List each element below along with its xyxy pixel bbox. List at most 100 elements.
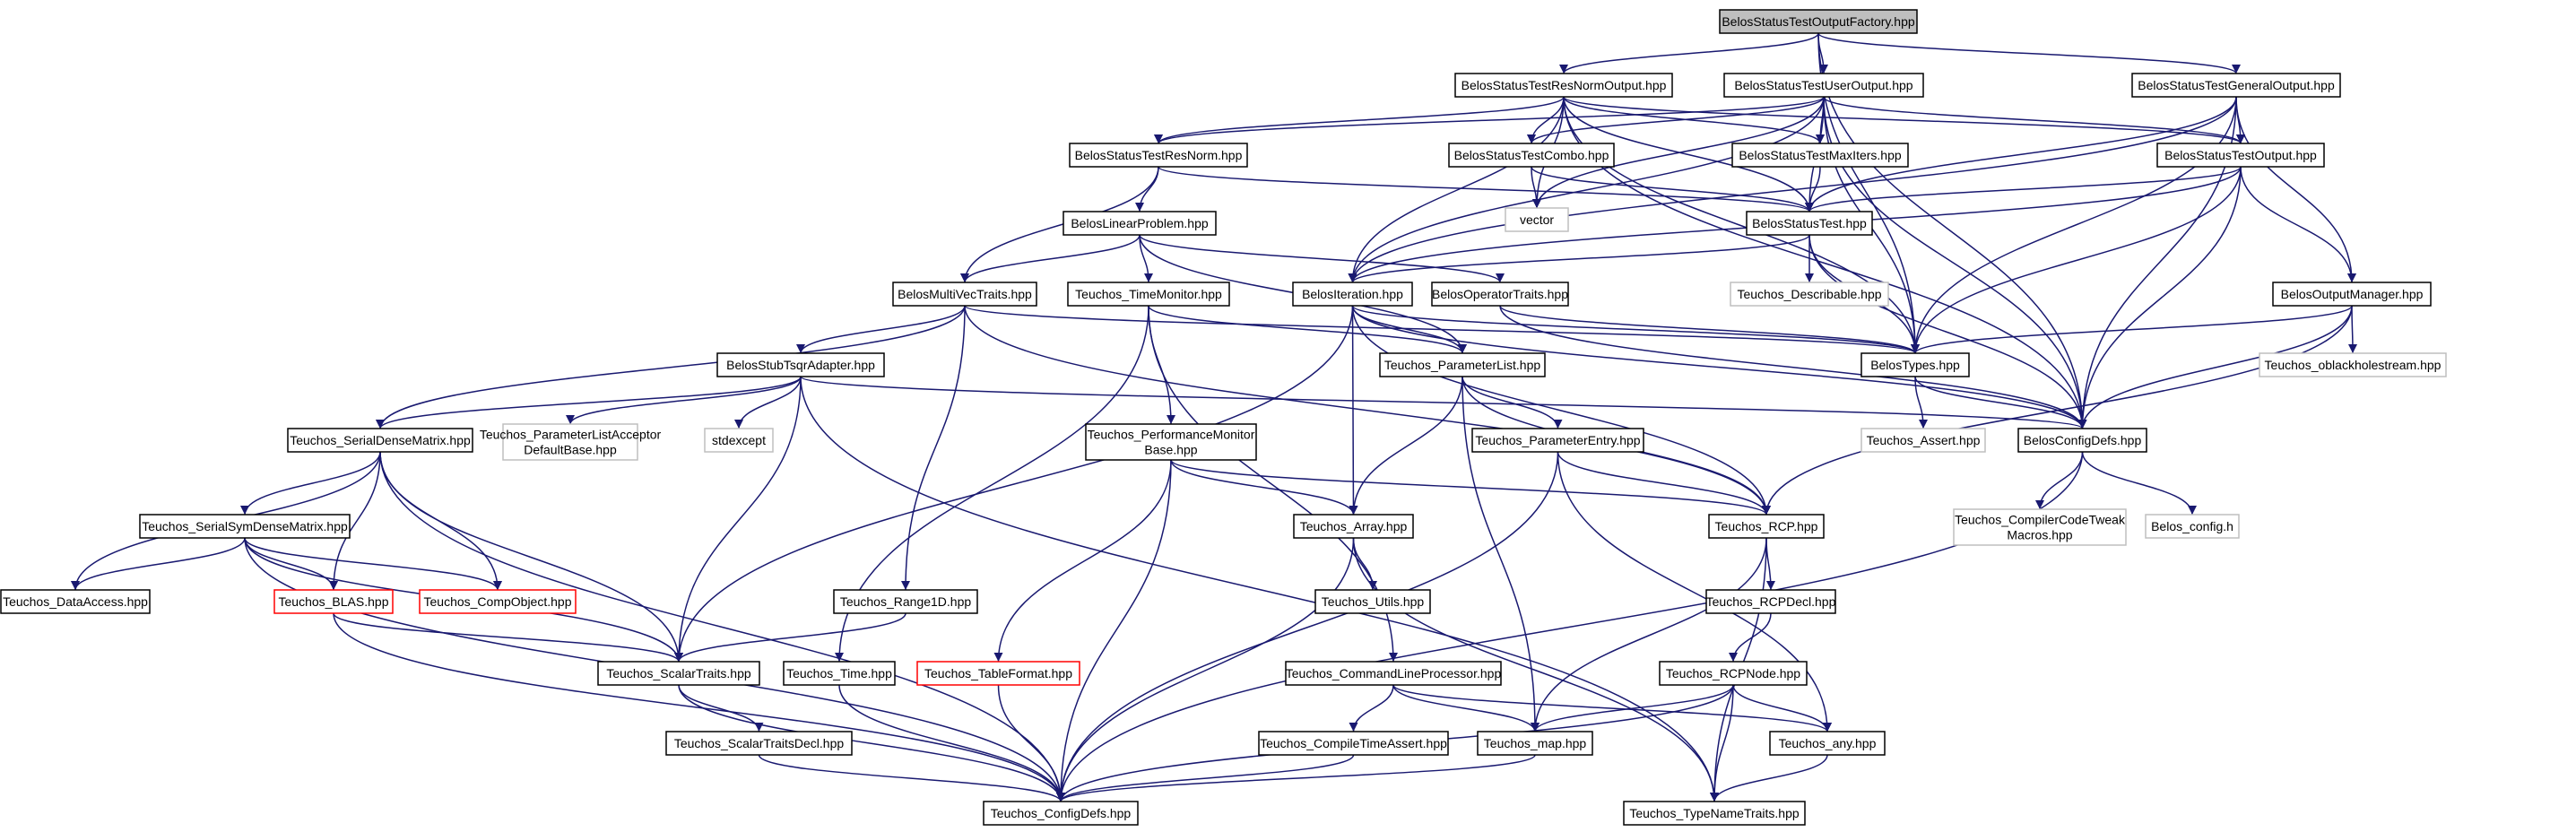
node-serialdense[interactable]: Teuchos_SerialDenseMatrix.hpp xyxy=(287,428,473,453)
dependency-edge-belostypes-to-assert xyxy=(1914,376,1928,429)
node-label-serialsym-0: Teuchos_SerialSymDenseMatrix.hpp xyxy=(142,519,348,533)
node-label-statustest-0: BelosStatusTest.hpp xyxy=(1752,216,1867,230)
node-array[interactable]: Teuchos_Array.hpp xyxy=(1293,514,1414,539)
node-linprob[interactable]: BelosLinearProblem.hpp xyxy=(1062,211,1217,236)
node-box-outmgr xyxy=(2272,282,2432,307)
node-blas[interactable]: Teuchos_BLAS.hpp xyxy=(273,589,394,614)
node-belostypes[interactable]: BelosTypes.hpp xyxy=(1860,352,1970,377)
node-resnormout[interactable]: BelosStatusTestResNormOutput.hpp xyxy=(1454,73,1673,98)
node-box-belosconfig xyxy=(2017,428,2147,453)
node-range1d[interactable]: Teuchos_Range1D.hpp xyxy=(833,589,978,614)
node-box-compilertweak xyxy=(1953,508,2127,546)
node-label-dataaccess-0: Teuchos_DataAccess.hpp xyxy=(3,594,148,609)
dependency-edge-paramlist-to-array xyxy=(1349,376,1463,516)
dependency-edge-stubtsqr-to-serialdense xyxy=(376,376,802,429)
node-label-rcpdecl-0: Teuchos_RCPDecl.hpp xyxy=(1706,594,1836,609)
node-map[interactable]: Teuchos_map.hpp xyxy=(1477,731,1593,756)
node-teuchosconfig[interactable]: Teuchos_ConfigDefs.hpp xyxy=(983,801,1139,826)
node-outmgr[interactable]: BelosOutputManager.hpp xyxy=(2272,282,2432,307)
node-label-generalout-0: BelosStatusTestGeneralOutput.hpp xyxy=(2138,78,2335,92)
node-paramentry[interactable]: Teuchos_ParameterEntry.hpp xyxy=(1471,428,1644,453)
node-box-userout xyxy=(1723,73,1924,98)
dependency-edge-serialsym-to-dataaccess xyxy=(71,537,246,591)
node-label-factory-0: BelosStatusTestOutputFactory.hpp xyxy=(1722,14,1915,29)
node-label-belosconfig-0: BelosConfigDefs.hpp xyxy=(2024,433,2142,447)
node-belosconfig[interactable]: BelosConfigDefs.hpp xyxy=(2017,428,2147,453)
node-any[interactable]: Teuchos_any.hpp xyxy=(1769,731,1886,756)
node-typename[interactable]: Teuchos_TypeNameTraits.hpp xyxy=(1623,801,1806,826)
node-box-stdexcept xyxy=(704,428,774,453)
dependency-edge-optraits-to-belosconfig xyxy=(1499,305,2087,429)
node-time[interactable]: Teuchos_Time.hpp xyxy=(783,661,896,686)
node-tableformat[interactable]: Teuchos_TableFormat.hpp xyxy=(916,661,1080,686)
node-label-vector-0: vector xyxy=(1520,212,1554,227)
node-box-describable xyxy=(1730,282,1889,307)
node-box-testoutput xyxy=(2156,143,2325,168)
node-userout[interactable]: BelosStatusTestUserOutput.hpp xyxy=(1723,73,1924,98)
node-iteration[interactable]: BelosIteration.hpp xyxy=(1292,282,1413,307)
node-box-timemon xyxy=(1067,282,1230,307)
node-label-placcept-0: Teuchos_ParameterListAcceptor xyxy=(480,428,662,442)
node-combo[interactable]: BelosStatusTestCombo.hpp xyxy=(1448,143,1615,168)
node-timemon[interactable]: Teuchos_TimeMonitor.hpp xyxy=(1067,282,1230,307)
dependency-edge-perfmon-to-teuchosconfig xyxy=(1056,459,1172,802)
node-box-belos_config xyxy=(2145,514,2240,539)
node-dataaccess[interactable]: Teuchos_DataAccess.hpp xyxy=(0,589,151,614)
dependency-edge-testoutput-to-outmgr xyxy=(2240,166,2356,283)
node-rcp[interactable]: Teuchos_RCP.hpp xyxy=(1708,514,1825,539)
node-compobject[interactable]: Teuchos_CompObject.hpp xyxy=(419,589,577,614)
node-belos_config[interactable]: Belos_config.h xyxy=(2145,514,2240,539)
node-optraits[interactable]: BelosOperatorTraits.hpp xyxy=(1431,282,1569,307)
dependency-edge-map-to-teuchosconfig xyxy=(1056,754,1536,802)
dependency-edge-scalartraits-to-scalartraitsdecl xyxy=(678,684,764,732)
node-cmdline[interactable]: Teuchos_CommandLineProcessor.hpp xyxy=(1285,661,1502,686)
node-box-resnorm xyxy=(1069,143,1248,168)
node-scalartraitsdecl[interactable]: Teuchos_ScalarTraitsDecl.hpp xyxy=(665,731,853,756)
node-statustest[interactable]: BelosStatusTest.hpp xyxy=(1746,211,1873,236)
dependency-edge-resnormout-to-maxiters xyxy=(1563,96,1825,144)
node-compiletime[interactable]: Teuchos_CompileTimeAssert.hpp xyxy=(1258,731,1449,756)
node-label-tableformat-0: Teuchos_TableFormat.hpp xyxy=(924,666,1072,680)
dependency-edge-paramentry-to-teuchosconfig xyxy=(1056,451,1559,802)
node-label-testoutput-0: BelosStatusTestOutput.hpp xyxy=(2164,148,2317,162)
dependency-edge-multivec-to-stubtsqr xyxy=(796,305,966,354)
node-label-compobject-0: Teuchos_CompObject.hpp xyxy=(424,594,572,609)
node-placcept[interactable]: Teuchos_ParameterListAcceptorDefaultBase… xyxy=(480,423,662,461)
node-oblack[interactable]: Teuchos_oblackholestream.hpp xyxy=(2259,352,2447,377)
node-testoutput[interactable]: BelosStatusTestOutput.hpp xyxy=(2156,143,2325,168)
node-box-assert xyxy=(1860,428,1986,453)
node-box-optraits xyxy=(1431,282,1569,307)
dependency-edge-rcp-to-rcpdecl xyxy=(1765,537,1775,591)
node-factory: BelosStatusTestOutputFactory.hpp xyxy=(1719,9,1918,34)
dependency-edge-serialdense-to-scalartraits xyxy=(379,451,683,663)
node-box-dataaccess xyxy=(0,589,151,614)
node-label-array-0: Teuchos_Array.hpp xyxy=(1300,519,1408,533)
dependency-edge-multivec-to-range1d xyxy=(901,305,966,591)
node-multivec[interactable]: BelosMultiVecTraits.hpp xyxy=(892,282,1037,307)
node-label-assert-0: Teuchos_Assert.hpp xyxy=(1867,433,1981,447)
node-rcpnode[interactable]: Teuchos_RCPNode.hpp xyxy=(1659,661,1808,686)
dependency-edge-any-to-typename xyxy=(1710,754,1828,802)
node-generalout[interactable]: BelosStatusTestGeneralOutput.hpp xyxy=(2131,73,2341,98)
node-scalartraits[interactable]: Teuchos_ScalarTraits.hpp xyxy=(597,661,760,686)
node-paramlist[interactable]: Teuchos_ParameterList.hpp xyxy=(1379,352,1546,377)
node-utils[interactable]: Teuchos_Utils.hpp xyxy=(1314,589,1431,614)
node-label-serialdense-0: Teuchos_SerialDenseMatrix.hpp xyxy=(290,433,471,447)
dependency-edge-tableformat-to-teuchosconfig xyxy=(997,684,1065,802)
node-stdexcept[interactable]: stdexcept xyxy=(704,428,774,453)
node-describable[interactable]: Teuchos_Describable.hpp xyxy=(1730,282,1889,307)
node-box-time xyxy=(783,661,896,686)
node-maxiters[interactable]: BelosStatusTestMaxIters.hpp xyxy=(1731,143,1909,168)
node-box-stubtsqr xyxy=(716,352,885,377)
node-vector[interactable]: vector xyxy=(1505,207,1569,232)
dependency-edge-iteration-to-belostypes xyxy=(1351,305,1920,354)
node-assert[interactable]: Teuchos_Assert.hpp xyxy=(1860,428,1986,453)
dependency-edge-iteration-to-array xyxy=(1349,305,1358,516)
node-resnorm[interactable]: BelosStatusTestResNorm.hpp xyxy=(1069,143,1248,168)
dependency-edge-testoutput-to-belostypes xyxy=(1911,166,2242,354)
node-stubtsqr[interactable]: BelosStubTsqrAdapter.hpp xyxy=(716,352,885,377)
node-rcpdecl[interactable]: Teuchos_RCPDecl.hpp xyxy=(1705,589,1836,614)
node-serialsym[interactable]: Teuchos_SerialSymDenseMatrix.hpp xyxy=(139,514,351,539)
